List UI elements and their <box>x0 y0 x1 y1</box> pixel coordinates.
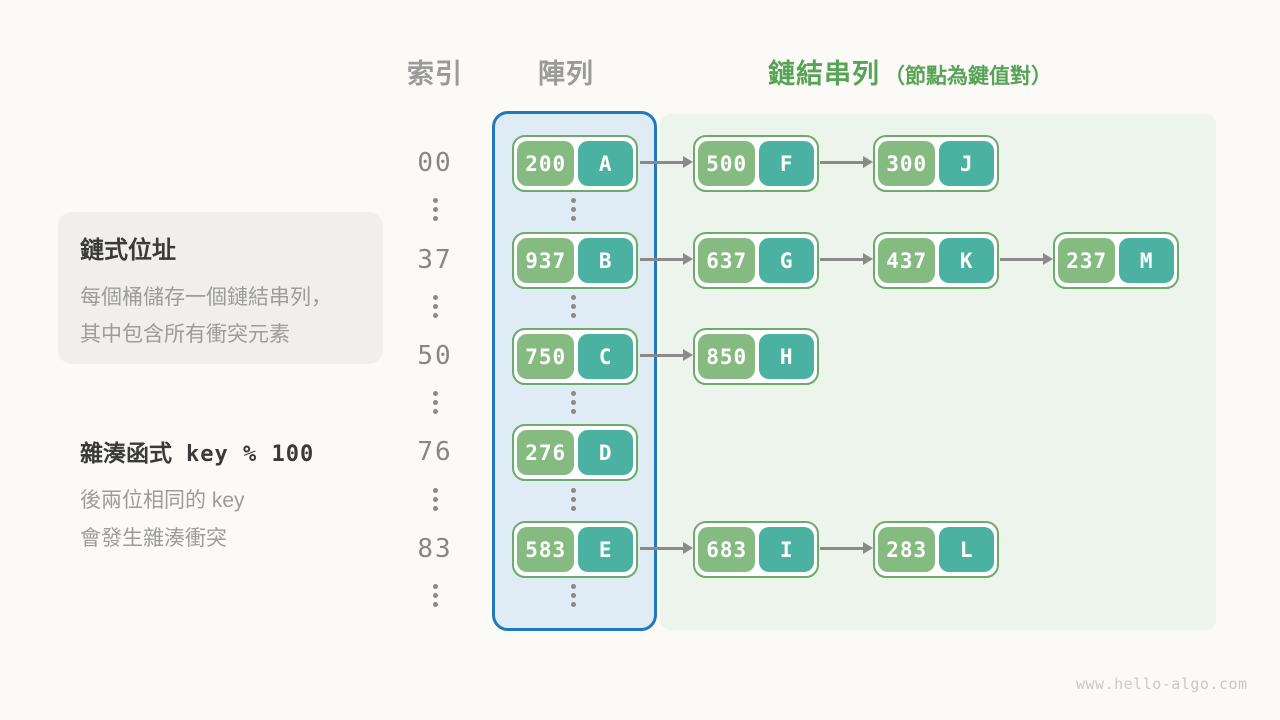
hash-node: 937 B <box>512 232 638 289</box>
node-value: K <box>939 238 994 283</box>
arrow <box>640 349 693 361</box>
hash-node: 750 C <box>512 328 638 385</box>
arrowhead-icon <box>863 156 873 168</box>
node-key: 200 <box>517 141 575 186</box>
hash-function-note: 雜湊函式 key % 100 後兩位相同的 key 會發生雜湊衝突 <box>80 434 314 558</box>
arrow <box>640 156 693 168</box>
linked-list-header-note: （節點為鍵值對） <box>884 65 1052 88</box>
linked-list-header-title: 鏈結串列 <box>768 59 880 89</box>
node-key: 583 <box>517 527 575 572</box>
node-key: 683 <box>698 527 756 572</box>
arrow <box>640 253 693 265</box>
node-value: E <box>578 527 633 572</box>
hash-node: 300 J <box>873 135 999 192</box>
arrow <box>1000 253 1053 265</box>
node-key: 637 <box>698 238 756 283</box>
node-value: J <box>939 141 994 186</box>
hash-note-line2: 會發生雜湊衝突 <box>80 527 227 550</box>
node-key: 237 <box>1058 238 1116 283</box>
node-key: 300 <box>878 141 936 186</box>
bucket-index-label: 50 <box>417 341 453 371</box>
node-value: L <box>939 527 994 572</box>
node-value: C <box>578 334 633 379</box>
hash-function-title: 雜湊函式 <box>80 440 172 466</box>
bucket-index-label: 37 <box>417 245 453 275</box>
bucket-index-label: 76 <box>417 437 453 467</box>
arrowhead-icon <box>683 156 693 168</box>
hash-node: 276 D <box>512 424 638 481</box>
node-key: 276 <box>517 430 575 475</box>
ellipsis-dots <box>432 198 438 221</box>
hash-function-code: key % 100 <box>186 442 315 467</box>
node-value: D <box>578 430 633 475</box>
index-column-header: 索引 <box>407 59 463 89</box>
arrowhead-icon <box>683 253 693 265</box>
node-key: 500 <box>698 141 756 186</box>
chaining-note-title: 鏈式位址 <box>80 237 176 264</box>
node-key: 850 <box>698 334 756 379</box>
arrow <box>820 542 873 554</box>
hash-note-line1: 後兩位相同的 key <box>80 489 245 512</box>
chaining-note-line1: 每個桶儲存一個鏈結串列， <box>80 286 332 309</box>
hash-node: 237 M <box>1053 232 1179 289</box>
arrowhead-icon <box>1043 253 1053 265</box>
ellipsis-dots <box>432 488 438 511</box>
ellipsis-dots <box>570 295 576 318</box>
arrowhead-icon <box>683 542 693 554</box>
hash-node: 200 A <box>512 135 638 192</box>
chaining-note-box: 鏈式位址 每個桶儲存一個鏈結串列， 其中包含所有衝突元素 <box>58 212 383 364</box>
node-key: 437 <box>878 238 936 283</box>
chaining-note-line2: 其中包含所有衝突元素 <box>80 323 290 346</box>
hash-node: 583 E <box>512 521 638 578</box>
ellipsis-dots <box>570 584 576 607</box>
hash-node: 850 H <box>693 328 819 385</box>
bucket-index-label: 83 <box>417 534 453 564</box>
arrow <box>820 253 873 265</box>
array-column-header: 陣列 <box>538 59 594 89</box>
bucket-index-label: 00 <box>417 148 453 178</box>
node-value: I <box>759 527 814 572</box>
ellipsis-dots <box>570 488 576 511</box>
ellipsis-dots <box>570 198 576 221</box>
arrowhead-icon <box>863 542 873 554</box>
hash-node: 683 I <box>693 521 819 578</box>
hash-node: 283 L <box>873 521 999 578</box>
node-value: A <box>578 141 633 186</box>
arrow <box>640 542 693 554</box>
node-key: 937 <box>517 238 575 283</box>
arrowhead-icon <box>863 253 873 265</box>
ellipsis-dots <box>432 391 438 414</box>
node-value: H <box>759 334 814 379</box>
node-value: M <box>1119 238 1174 283</box>
hash-node: 500 F <box>693 135 819 192</box>
ellipsis-dots <box>570 391 576 414</box>
node-value: B <box>578 238 633 283</box>
arrowhead-icon <box>683 349 693 361</box>
node-value: G <box>759 238 814 283</box>
node-key: 283 <box>878 527 936 572</box>
node-value: F <box>759 141 814 186</box>
node-key: 750 <box>517 334 575 379</box>
ellipsis-dots <box>432 295 438 318</box>
hash-node: 437 K <box>873 232 999 289</box>
linked-list-header: 鏈結串列（節點為鍵值對） <box>768 52 1052 91</box>
hash-node: 637 G <box>693 232 819 289</box>
ellipsis-dots <box>432 584 438 607</box>
watermark: www.hello-algo.com <box>1076 675 1248 693</box>
arrow <box>820 156 873 168</box>
